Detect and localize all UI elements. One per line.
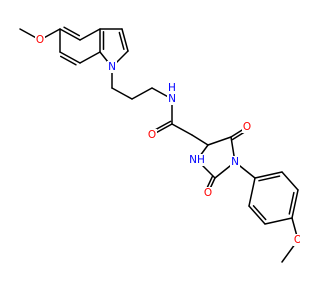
- nh-atom-label-background: [189, 154, 205, 166]
- double-bond-line: [59, 55, 77, 66]
- bond-layer: [19, 26, 299, 263]
- propyl-chain-bond: [131, 87, 153, 100]
- nitrogen-atom-label: N: [168, 93, 176, 105]
- nh-atom-label: NH: [189, 154, 205, 166]
- nitrogen-atom-label-background: [230, 156, 240, 168]
- oxygen-atom-label: O: [243, 121, 251, 133]
- phenyl-ring-bond: [291, 189, 299, 219]
- amide-ch2-bond: [171, 123, 193, 136]
- nitrogen-atom-label: N: [108, 61, 116, 73]
- double-bond-line: [252, 205, 267, 221]
- phenyl-ring-bond: [248, 205, 266, 225]
- oxygen-atom-label-background: [35, 34, 45, 46]
- oxygen-atom-label: O: [204, 187, 212, 199]
- indole-ring-bond: [79, 28, 101, 41]
- oxygen-atom-label-background: [242, 121, 252, 133]
- double-bond-line: [258, 175, 281, 182]
- indole-ring-bond: [79, 51, 101, 64]
- hydrogen-atom-label: H: [168, 82, 176, 94]
- indole-ring-bond: [59, 28, 81, 41]
- oxygen-atom-label-background: [203, 187, 213, 199]
- nitrogen-atom-label-background: [167, 93, 177, 105]
- atom-label-layer: O N N O O NH O N O H: [35, 34, 300, 246]
- oxygen-atom-label-background: [293, 234, 300, 246]
- pyrrole-ring-bond: [121, 28, 129, 52]
- oxygen-atom-label: O: [148, 129, 156, 141]
- oxygen-atom-label: O: [294, 234, 300, 246]
- oxygen-atom-label-background: [147, 129, 157, 141]
- oxygen-atom-label: O: [36, 34, 44, 46]
- imidazolidine-ring-bond: [207, 136, 232, 146]
- propyl-chain-bond: [111, 87, 133, 100]
- ch2-ring-bond: [191, 134, 209, 146]
- phenyl-ring-bond: [264, 217, 293, 225]
- phenyl-ring-bond: [248, 177, 256, 207]
- double-bond-line: [63, 26, 81, 37]
- nitrogen-atom-label: N: [231, 156, 239, 168]
- molecule-structure: O N N O O NH O N O H: [19, 26, 300, 263]
- double-bond-line: [118, 31, 125, 51]
- nitrogen-atom-label-background: [107, 61, 117, 73]
- indole-ring-bond: [59, 51, 81, 64]
- phenyl-ring-bond: [281, 171, 299, 191]
- phenyl-ring-bond: [254, 171, 283, 179]
- double-bond-line: [288, 191, 295, 215]
